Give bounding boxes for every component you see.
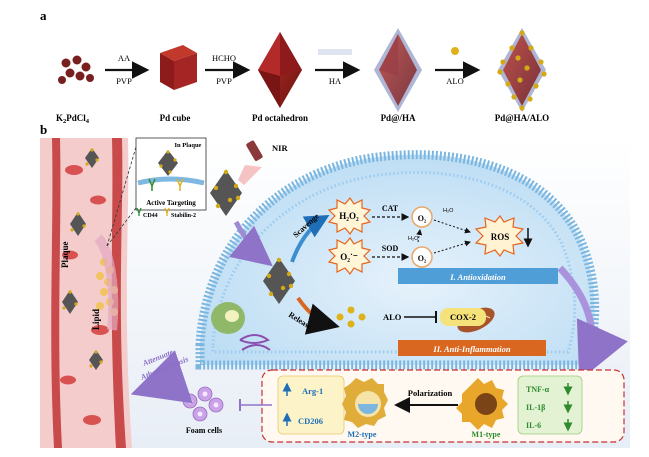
in-plaque-inset: [106, 137, 207, 247]
scavenge-arrow: [290, 215, 330, 263]
cell-to-m1-arrow: [557, 265, 628, 381]
cox2-label: COX-2: [450, 312, 476, 322]
pd-cube-label: Pd cube: [160, 113, 191, 123]
anti-inflammation-label: II. Anti-Inflammation: [432, 344, 510, 354]
o2-label-2: O₂: [418, 254, 427, 263]
o2-label-1: O₂: [418, 214, 427, 223]
plaque-label: Plaque: [60, 241, 70, 268]
m1-macrophage: [456, 378, 508, 430]
il1b-label: IL-1β: [526, 403, 545, 412]
active-targeting-label: Active Targeting: [146, 199, 196, 207]
arrow-3-bottom: HA: [329, 76, 342, 86]
antioxidation-banner: [398, 268, 558, 284]
o2-bubble-2: [411, 246, 433, 268]
antioxidation-label: I. Antioxidation: [449, 272, 506, 282]
k2pdcl4-particles: [58, 55, 94, 84]
sod-label: SOD: [382, 244, 399, 253]
pd-ha-alo-label: Pd@HA/ALO: [495, 113, 549, 123]
cd44-label: CD44: [143, 213, 158, 219]
arrow-4-bottom: ALO: [446, 76, 463, 86]
m1-label: M1-type: [472, 430, 501, 439]
release-arrow: [296, 296, 340, 335]
cd44-icon: [136, 207, 142, 216]
arrow-2-top: HCHO: [212, 53, 236, 63]
polarization-label: Polarization: [408, 388, 453, 398]
arg1-label: Arg-1: [302, 386, 323, 396]
arrow-1-bottom: PVP: [116, 76, 132, 86]
arrow-2-bottom: PVP: [216, 76, 232, 86]
pd-cube: [160, 45, 197, 90]
cox2-pill: [440, 308, 486, 326]
ros-label: ROS: [491, 232, 510, 242]
nir-laser: [238, 140, 263, 185]
o2-radical-label: O₂˙⁻: [340, 252, 358, 262]
in-plaque-title: In Plaque: [175, 142, 202, 149]
h2o-label-2: H₂O: [443, 208, 454, 214]
il6-label: IL-6: [526, 421, 541, 430]
ros-burst: [474, 214, 525, 258]
k2pdcl4-label: K2PdCl4: [56, 113, 90, 125]
stabilin-label: Stabilin-2: [171, 213, 196, 219]
pd-octahedron: [258, 32, 302, 108]
lipid-label: Lipid: [91, 309, 101, 330]
pd-ha-alo-particle: [497, 28, 547, 112]
pd-ha-particle: [374, 28, 422, 112]
h2o2-burst: [327, 196, 372, 236]
h2o2-label: H₂O₂: [339, 211, 359, 221]
cd206-label: CD206: [298, 416, 323, 426]
alo-label: ALO: [383, 312, 402, 322]
nir-label: NIR: [272, 143, 288, 153]
anti-inflammation-banner: [398, 340, 546, 356]
stabilin-icon: [164, 207, 170, 216]
panel-a-label: a: [40, 8, 47, 23]
arrow-1-top: AA: [118, 53, 131, 63]
pd-octahedron-label: Pd octahedron: [252, 113, 308, 123]
nanoparticle-entering: [210, 169, 295, 304]
foam-cells-label: Foam cells: [186, 426, 222, 435]
m2-label: M2-type: [348, 430, 377, 439]
alo-icon: [451, 47, 459, 55]
h2o-label-1: H₂O: [408, 236, 419, 242]
cat-label: CAT: [382, 204, 399, 213]
o2-radical-burst: [327, 236, 372, 276]
m2-macrophage: [342, 378, 388, 428]
attenuate-arrow: [130, 350, 193, 404]
pd-ha-label: Pd@/HA: [381, 113, 416, 123]
blood-vessel: [40, 138, 132, 448]
o2-bubble-1: [411, 206, 433, 228]
ha-strand-icon: [318, 49, 352, 55]
panel-b-label: b: [40, 122, 47, 137]
alo-molecules: [336, 306, 366, 328]
tnfa-label: TNF-α: [526, 385, 550, 394]
